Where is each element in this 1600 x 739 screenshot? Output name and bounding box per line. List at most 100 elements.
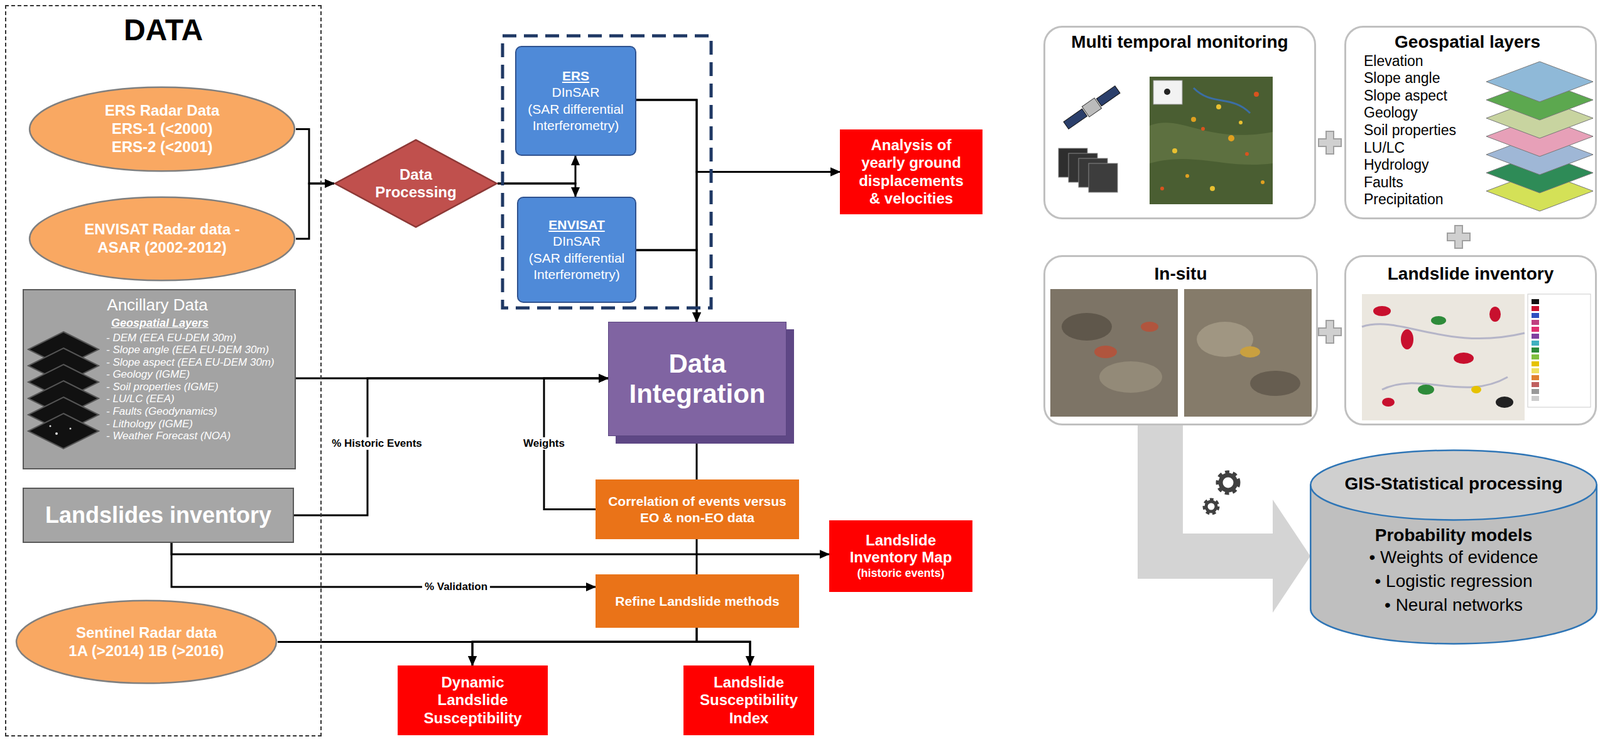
ellipse-outline (29, 87, 295, 172)
photo-patch (1094, 345, 1117, 359)
layer-sheet (28, 397, 99, 433)
connector (277, 642, 751, 666)
panel: Landslide inventory (1344, 255, 1597, 426)
connector (497, 183, 576, 197)
map-point (1191, 116, 1197, 122)
panel: Multi temporal monitoring (1043, 25, 1317, 220)
layer-item: - DEM (EEA EU-DEM 30m) (106, 331, 237, 345)
landslide-polygon (1495, 396, 1514, 408)
panel-heading: Landslide inventory (1387, 263, 1555, 285)
legend-chip (1531, 361, 1540, 367)
method-description: (SAR differential Interferometry) (523, 250, 631, 284)
data-source-ellipse: ERS Radar Data ERS-1 (<2000) ERS-2 (<200… (28, 86, 296, 172)
gear-ring (1220, 474, 1236, 490)
photo-patch (1196, 321, 1254, 357)
ancillary-box: Ancillary DataGeospatial Layers- DEM (EE… (22, 288, 296, 470)
connector (696, 627, 751, 666)
layer-stack-icon (1486, 61, 1594, 212)
layer-item: - Lithology (IGME) (106, 417, 193, 431)
connector (696, 435, 698, 480)
map-inset-mark (1164, 88, 1171, 95)
data-source-ellipse: Sentinel Radar data 1A (>2014) 1B (>2016… (15, 599, 278, 684)
landslide-polygon (1471, 385, 1482, 394)
satellite-body (1081, 97, 1102, 117)
box-label: Correlation of events versus EO & non-EO… (603, 493, 792, 525)
map-ground (1149, 76, 1273, 205)
method-name: DInSAR (552, 233, 601, 250)
output-label: Landslide Inventory Map (838, 531, 964, 566)
legend-chip (1531, 312, 1540, 318)
field-photos (1050, 288, 1312, 417)
output-box: Dynamic Landslide Susceptibility (397, 665, 548, 735)
panel-heading: In-situ (1154, 263, 1208, 285)
speckle (55, 432, 58, 435)
output-label: Landslide Susceptibility Index (695, 673, 803, 727)
legend-chip (1531, 354, 1540, 360)
layer-sheet (28, 348, 99, 384)
connector (636, 172, 840, 251)
legend-chip (1531, 347, 1540, 353)
method-description: (SAR differential Interferometry) (522, 101, 630, 135)
edge-label: Weights (520, 437, 568, 450)
panel-heading: Multi temporal monitoring (1071, 31, 1288, 53)
satellite-icon (1062, 84, 1121, 131)
connector (497, 155, 576, 184)
image-tile (1078, 158, 1108, 188)
store-heading: GIS-Statistical processing (1344, 473, 1563, 495)
layer-item: Slope angle (1363, 69, 1441, 88)
integration-box: Data Integration (608, 321, 787, 436)
photo-patch (1140, 321, 1159, 332)
layer-item: LU/LC (1363, 139, 1405, 158)
layer-item: Precipitation (1363, 190, 1444, 209)
connector (295, 129, 335, 185)
layer-sheet (1486, 170, 1594, 212)
box-label: Landslides inventory (45, 501, 272, 528)
connector (171, 542, 830, 555)
model-item: • Logistic regression (1374, 569, 1533, 594)
speckle (49, 425, 52, 428)
map-point (1253, 91, 1259, 97)
connector (277, 642, 473, 666)
layer-item: Faults (1363, 174, 1404, 192)
solar-panel (1063, 108, 1088, 129)
method-name: DInSAR (552, 84, 600, 101)
source-label: ERS Radar Data ERS-1 (<2000) ERS-2 (<200… (94, 101, 230, 156)
image-tile (1088, 163, 1118, 193)
legend-chip (1531, 333, 1540, 339)
model-item: • Weights of evidence (1368, 545, 1538, 570)
output-box: Landslide Inventory Map(historic events) (829, 520, 973, 592)
legend-chip (1531, 388, 1540, 394)
output-box: Analysis of yearly ground displacements … (839, 129, 983, 215)
landslide-polygon (1417, 384, 1435, 395)
connector (293, 378, 609, 516)
group-bracket (502, 35, 712, 308)
source-label: Sentinel Radar data 1A (>2014) 1B (>2016… (65, 623, 227, 661)
map-point (1209, 185, 1215, 191)
panel-heading: Geospatial layers (1346, 31, 1589, 53)
connector (636, 250, 697, 322)
layer-item: - Slope aspect (EEA EU-DEM 30m) (106, 356, 275, 369)
process-box: Refine Landslide methods (595, 574, 800, 628)
photo (1050, 288, 1178, 417)
landslide-polygon (1373, 305, 1391, 316)
photo-patch (1061, 312, 1112, 341)
connector (472, 627, 697, 666)
map-point (1185, 174, 1190, 178)
plus-symbol (1318, 131, 1470, 343)
sensor-name: ERS (562, 67, 590, 85)
output-label: Dynamic Landslide Susceptibility (419, 673, 527, 727)
edge-label: % Historic Events (329, 437, 425, 450)
layer-item: - Slope angle (EEA EU-DEM 30m) (106, 343, 269, 357)
legend-chip (1531, 299, 1540, 305)
layer-sheet (1486, 116, 1594, 157)
photo-patch (1250, 370, 1301, 396)
connector (696, 538, 698, 575)
layer-stack-icon (28, 331, 99, 449)
legend-chip (1531, 395, 1540, 401)
plus-sign (1318, 131, 1342, 154)
photo-patch (1240, 346, 1261, 358)
layer-item: Hydrology (1363, 156, 1430, 175)
layer-sheet (1486, 61, 1594, 102)
